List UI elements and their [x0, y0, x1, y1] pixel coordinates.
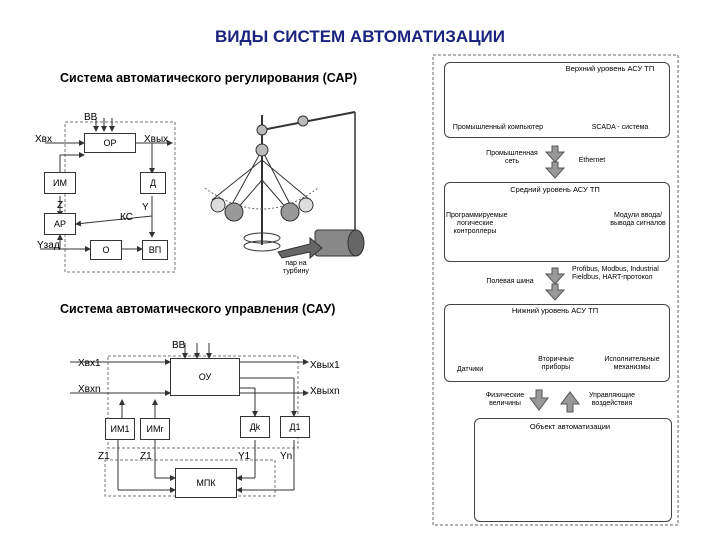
sau-xoutn: Xвыхn [310, 386, 340, 397]
sar-vp-block: ВП [142, 240, 168, 260]
protocols-label: Profibus, Modbus, Industrial Fieldbus, H… [572, 266, 659, 281]
sau-xinn: Xвхn [78, 384, 101, 395]
sar-y: Y [142, 202, 149, 213]
sau-imr-block: ИМr [140, 418, 170, 440]
sar-heading: Система автоматического регулирования (С… [60, 71, 358, 85]
sau-xin1: Xвх1 [78, 358, 101, 369]
sau-y1: Y1 [238, 451, 251, 462]
sau-xout1: Xвых1 [310, 360, 340, 371]
sau-ou-block: ОУ [170, 358, 240, 396]
sar-bb-label: ВВ [84, 112, 98, 123]
top-level-title: Верхний уровень АСУ ТП [565, 64, 655, 73]
field-bus-label: Полевая шина [486, 278, 534, 285]
sar-yzad: Yзад [37, 240, 60, 251]
sar-d-block: Д [140, 172, 166, 194]
sau-mpk-block: МПК [175, 468, 237, 498]
mid-level-panel [444, 182, 670, 262]
low-level-title: Нижний уровень АСУ ТП [511, 306, 599, 315]
sar-xin: Xвх [35, 134, 52, 145]
industrial-net-label: Промышленная сеть [486, 150, 538, 165]
industrial-pc-label: Промышленный компьютер [452, 124, 544, 131]
sar-im-block: ИМ [44, 172, 76, 194]
scada-label: SCADA - система [591, 124, 649, 131]
sar-ks: КС [120, 212, 133, 223]
top-level-panel [444, 62, 670, 138]
sau-bb: ВВ [172, 340, 186, 351]
page-title: ВИДЫ СИСТЕМ АВТОМАТИЗАЦИИ [215, 27, 505, 46]
ethernet-label: Ethernet [578, 157, 606, 164]
sau-z1a: Z1 [98, 451, 110, 462]
control-label: Управляющие воздействия [589, 392, 635, 407]
sar-xout: Xвых [144, 134, 169, 145]
mid-level-title: Средний уровень АСУ ТП [510, 185, 600, 194]
sau-dk-block: Дk [240, 416, 270, 438]
sau-d1-block: Д1 [280, 416, 310, 438]
sar-o-block: О [90, 240, 122, 260]
physical-label: Физические величины [485, 392, 525, 407]
io-modules-label: Модули ввода/вывода сигналов [610, 212, 666, 227]
secondary-label: Вторичные приборы [538, 356, 574, 371]
plc-label: Программируемые логические контроллеры [446, 212, 508, 235]
sau-z1b: Z1 [140, 451, 152, 462]
sar-ar-block: АР [44, 213, 76, 235]
sar-or-block: ОР [84, 133, 136, 153]
sau-yn: Yn [280, 451, 293, 462]
sau-im1-block: ИМ1 [105, 418, 135, 440]
actuators-label: Исполнительные механизмы [604, 356, 660, 371]
sensors-label: Датчики [456, 366, 484, 373]
low-level-panel [444, 304, 670, 382]
object-panel [474, 418, 672, 522]
sau-heading: Система автоматического управления (САУ) [60, 302, 336, 316]
turbine-label: пар на турбину [283, 260, 309, 275]
object-title: Объект автоматизации [520, 423, 620, 431]
sar-z: Z [57, 200, 64, 211]
